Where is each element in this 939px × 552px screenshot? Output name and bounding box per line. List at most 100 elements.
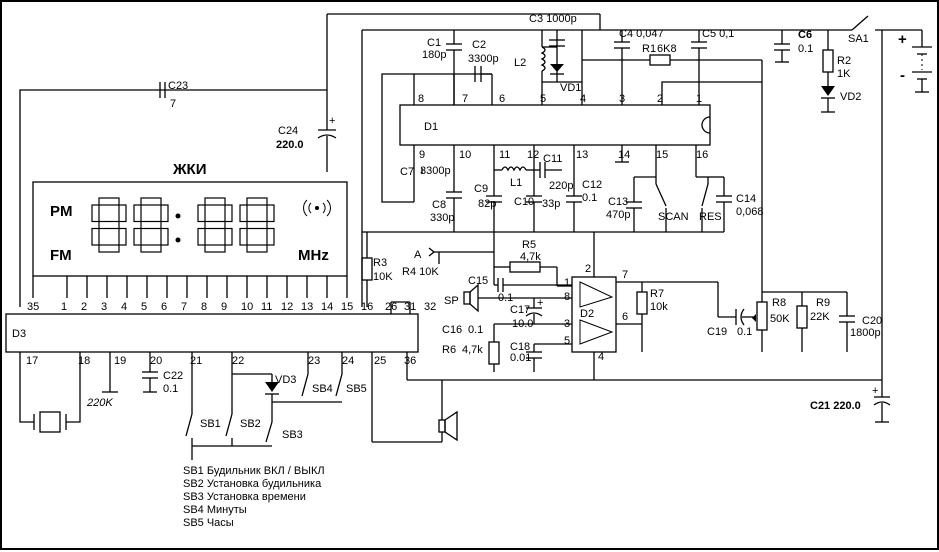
svg-text:18: 18 <box>78 355 90 367</box>
d3-pin: 13 <box>301 301 313 313</box>
svg-text:1: 1 <box>564 277 570 289</box>
c1-label: C1 <box>427 37 441 49</box>
lcd-segment <box>204 197 226 206</box>
antenna-a-label: A <box>414 249 422 261</box>
sb2-label: SB2 <box>240 418 261 430</box>
r2-label: R2 <box>837 55 851 67</box>
c6-label: C6 <box>798 29 812 41</box>
vd2-label: VD2 <box>840 91 861 103</box>
c7-label: C7 <box>400 166 414 178</box>
d3-pin: 4 <box>121 301 127 313</box>
c20-value: 1800p <box>850 327 881 339</box>
r1-value: 6K8 <box>657 43 677 55</box>
svg-text:23: 23 <box>308 355 320 367</box>
c16-value: 0.1 <box>468 324 483 336</box>
legend-sb5: SB5 Часы <box>183 517 234 529</box>
c23-value: 7 <box>170 98 176 110</box>
mhz-indicator: MHz <box>298 247 329 264</box>
c10-label: C10 <box>514 196 534 208</box>
c13-value: 470p <box>606 209 630 221</box>
lcd-segment <box>266 227 275 246</box>
lcd-segment <box>239 204 248 223</box>
d1-top-pins: 8 7 6 5 4 3 2 1 <box>418 93 702 105</box>
svg-text:22: 22 <box>232 355 244 367</box>
c3-label: C3 1000p <box>529 13 577 25</box>
sp-label: SP <box>444 295 459 307</box>
d3-pin: 10 <box>241 301 253 313</box>
r9-value: 22K <box>810 311 830 323</box>
battery-minus: - <box>900 67 905 84</box>
r2-value: 1K <box>837 68 851 80</box>
d1-chip <box>399 104 711 146</box>
d3-pin: 9 <box>221 301 227 313</box>
lcd-segment <box>98 220 120 230</box>
d1-bottom-pins: 9 10 11 12 13 14 15 16 <box>419 149 708 161</box>
svg-text:13: 13 <box>576 149 588 161</box>
legend-sb1: SB1 Будильник ВКЛ / ВЫКЛ <box>183 465 325 477</box>
lcd-segment <box>160 204 169 223</box>
c24-value: 220.0 <box>276 139 304 151</box>
svg-text:10: 10 <box>459 149 471 161</box>
lcd-segment <box>197 204 206 223</box>
d3-pin: 7 <box>181 301 187 313</box>
c18-label: C18 <box>510 341 530 353</box>
d3-pin: 1 <box>61 301 67 313</box>
c22-label: C22 <box>163 370 183 382</box>
lcd-segment <box>133 227 142 246</box>
c15-label: C15 <box>468 275 488 287</box>
lcd-segment <box>246 220 268 230</box>
c12-label: C12 <box>582 179 602 191</box>
lcd-segment <box>246 244 268 253</box>
button-legend: SB1 Будильник ВКЛ / ВЫКЛ SB2 Установка б… <box>183 465 325 530</box>
svg-text:20: 20 <box>150 355 162 367</box>
d3-pin: 14 <box>321 301 333 313</box>
legend-sb3: SB3 Установка времени <box>183 491 306 503</box>
lcd-segment <box>118 204 127 223</box>
r1-label: R1 <box>642 43 656 55</box>
c20-label: C20 <box>862 315 882 327</box>
lcd-segment <box>98 244 120 253</box>
c7-value: 3300p <box>420 165 451 177</box>
d3-pin: 2 <box>81 301 87 313</box>
svg-text:25: 25 <box>374 355 386 367</box>
c6-value: 0.1 <box>798 43 813 55</box>
c9-label: C9 <box>474 183 488 195</box>
l1-label: L1 <box>510 177 522 189</box>
scan-label: SCAN <box>658 211 689 223</box>
svg-text:2: 2 <box>585 263 591 275</box>
c8-label: C8 <box>432 199 446 211</box>
r5-value: 4,7k <box>520 251 541 263</box>
c24-plus: + <box>329 115 335 127</box>
sa1-label: SA1 <box>848 33 869 45</box>
r6-label: R6 <box>442 344 456 356</box>
lcd-segment <box>91 204 100 223</box>
r7-value: 10k <box>650 301 668 313</box>
svg-text:5: 5 <box>540 93 546 105</box>
c17-label: C17 <box>510 304 530 316</box>
lcd-segment <box>204 220 226 230</box>
c2-label: C2 <box>472 39 486 51</box>
l2-label: L2 <box>514 57 526 69</box>
d3-pin: 11 <box>261 301 272 313</box>
d3-bottom-pins: 17 18 19 20 21 22 23 24 25 36 <box>26 355 416 367</box>
r3-value: 10K <box>373 271 393 283</box>
svg-text:8: 8 <box>418 93 424 105</box>
c19-label: C19 <box>707 326 727 338</box>
lcd-segment <box>140 244 162 253</box>
lcd-segment <box>224 227 233 246</box>
c10-value: 33p <box>542 198 560 210</box>
r8-label: R8 <box>772 297 786 309</box>
c2-value: 3300p <box>468 53 499 65</box>
c17-plus: + <box>537 297 543 309</box>
c22-value: 0.1 <box>163 383 178 395</box>
svg-text:17: 17 <box>26 355 38 367</box>
r220k-label: 220K <box>86 397 113 409</box>
sb3-label: SB3 <box>282 429 303 441</box>
lcd-segment <box>98 197 120 206</box>
c5-label: C5 0,1 <box>702 28 734 40</box>
display-title: ЖКИ <box>172 161 207 178</box>
svg-text:6: 6 <box>499 93 505 105</box>
legend-sb2: SB2 Установка будильника <box>183 478 322 490</box>
